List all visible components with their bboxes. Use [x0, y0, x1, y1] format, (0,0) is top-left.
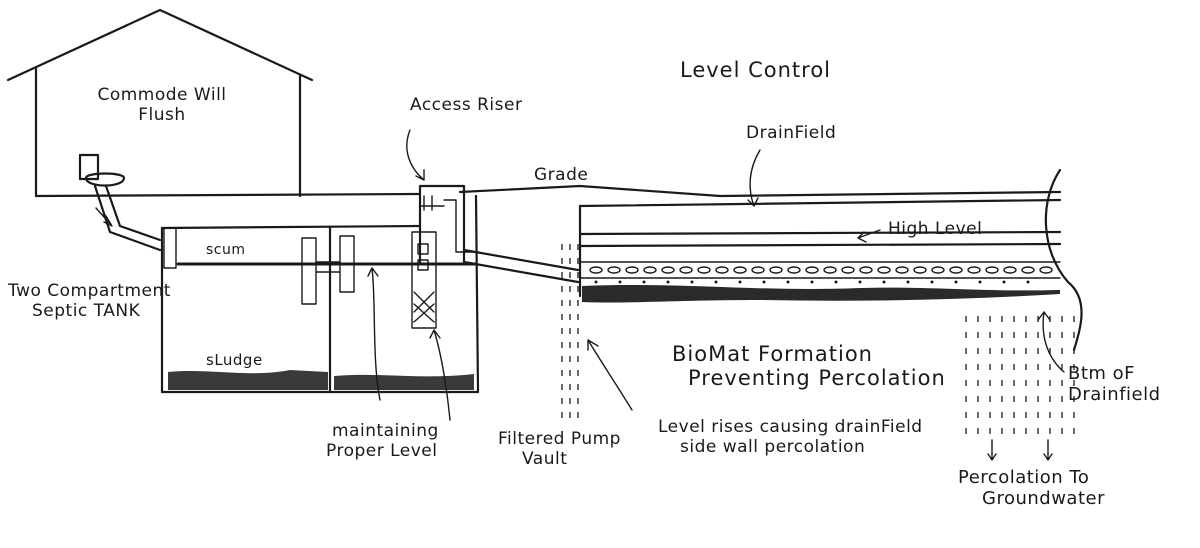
- gravel-oval: [949, 266, 963, 274]
- dot-mark: [1026, 280, 1030, 284]
- tank-label-line1: Two Compartment: [8, 281, 171, 301]
- gravel-oval: [661, 266, 675, 274]
- gravel-oval: [985, 266, 999, 274]
- commode-label-line1: Commode Will: [97, 85, 227, 105]
- drainfield: [578, 168, 1083, 352]
- filtered-pump-vault-label: Filtered Pump Vault: [498, 429, 621, 469]
- btm-drainfield-label: Btm oF Drainfield: [1068, 363, 1161, 405]
- pump-vault: [411, 184, 479, 329]
- gravel-oval: [805, 266, 819, 274]
- house: [6, 8, 314, 198]
- tank-label: Two Compartment Septic TANK: [8, 281, 171, 321]
- maintaining-level-label-line2: Proper Level: [326, 440, 438, 461]
- gravel-oval: [751, 266, 765, 274]
- dot-mark: [762, 280, 766, 284]
- btm-drainfield-label-line1: Btm oF: [1068, 363, 1136, 384]
- gravel-oval: [679, 266, 693, 274]
- filtered-pump-vault-label-line1: Filtered Pump: [498, 429, 621, 449]
- dot-mark: [714, 280, 718, 284]
- gravel-oval: [697, 266, 711, 274]
- gravel-oval: [625, 266, 639, 274]
- grade-line: [34, 184, 1062, 198]
- scum-label: scum: [206, 242, 246, 258]
- dot-mark: [954, 280, 958, 284]
- gravel-oval: [823, 266, 837, 274]
- grade-label: Grade: [534, 165, 589, 185]
- level-rises-label-line2: side wall percolation: [680, 436, 866, 457]
- gravel-oval: [931, 266, 945, 274]
- gravel-oval: [859, 266, 873, 274]
- gravel-row: [589, 266, 1053, 274]
- biomat-layer: [582, 285, 1060, 303]
- dot-mark: [786, 280, 790, 284]
- dot-mark: [978, 280, 982, 284]
- gravel-oval: [1039, 266, 1053, 274]
- dot-mark: [642, 280, 646, 284]
- dot-mark: [930, 280, 934, 284]
- gravel-oval: [787, 266, 801, 274]
- gravel-oval: [1003, 266, 1017, 274]
- gravel-oval: [967, 266, 981, 274]
- level-rises-label-line1: Level rises causing drainField: [658, 417, 923, 437]
- level-rises-label: Level rises causing drainField side wall…: [658, 417, 923, 457]
- maintaining-level-label: maintaining Proper Level: [326, 421, 439, 461]
- gravel-oval: [913, 266, 927, 274]
- high-level-label: High Level: [888, 219, 983, 239]
- biomat-label-line1: BioMat Formation: [672, 342, 873, 366]
- dot-mark: [738, 280, 742, 284]
- gravel-oval: [769, 266, 783, 274]
- biomat-label-line2: Preventing Percolation: [688, 366, 946, 391]
- dot-mark: [594, 280, 598, 284]
- gravel-oval: [877, 266, 891, 274]
- access-riser-label: Access Riser: [410, 95, 523, 115]
- dot-mark: [810, 280, 814, 284]
- gravel-oval: [733, 266, 747, 274]
- dot-mark: [834, 280, 838, 284]
- commode-label-line2: Flush: [138, 104, 186, 125]
- gravel-oval: [643, 266, 657, 274]
- sludge-layer-1: [168, 370, 328, 390]
- gravel-oval: [841, 266, 855, 274]
- sludge-layer-2: [334, 374, 474, 390]
- percolation-marks: [561, 244, 1075, 434]
- dot-mark: [1002, 280, 1006, 284]
- gravel-oval: [589, 266, 603, 274]
- toilet-icon: [78, 153, 162, 252]
- commode-label: Commode Will Flush: [82, 85, 242, 125]
- tank-label-line2: Septic TANK: [32, 300, 141, 321]
- gravel-oval: [1021, 266, 1035, 274]
- drainfield-label: DrainField: [746, 123, 837, 143]
- percolation-groundwater-label-line1: Percolation To: [958, 467, 1090, 488]
- dot-mark: [858, 280, 862, 284]
- dot-mark: [690, 280, 694, 284]
- level-control-title: Level Control: [680, 58, 832, 82]
- dot-mark: [666, 280, 670, 284]
- percolation-groundwater-label-line2: Groundwater: [982, 487, 1105, 509]
- gravel-oval: [895, 266, 909, 274]
- gravel-oval: [607, 266, 621, 274]
- effluent-pipe: [462, 248, 580, 284]
- dot-mark: [906, 280, 910, 284]
- biomat-label: BioMat Formation Preventing Percolation: [672, 342, 946, 390]
- filtered-pump-vault-label-line2: Vault: [522, 448, 568, 469]
- dot-mark: [618, 280, 622, 284]
- percolation-groundwater-label: Percolation To Groundwater: [958, 467, 1105, 509]
- annotation-arrows: [367, 129, 1065, 461]
- maintaining-level-label-line1: maintaining: [332, 421, 439, 441]
- btm-drainfield-label-line2: Drainfield: [1068, 383, 1161, 405]
- dot-mark: [882, 280, 886, 284]
- gravel-oval: [715, 266, 729, 274]
- sludge-label: sLudge: [206, 351, 263, 369]
